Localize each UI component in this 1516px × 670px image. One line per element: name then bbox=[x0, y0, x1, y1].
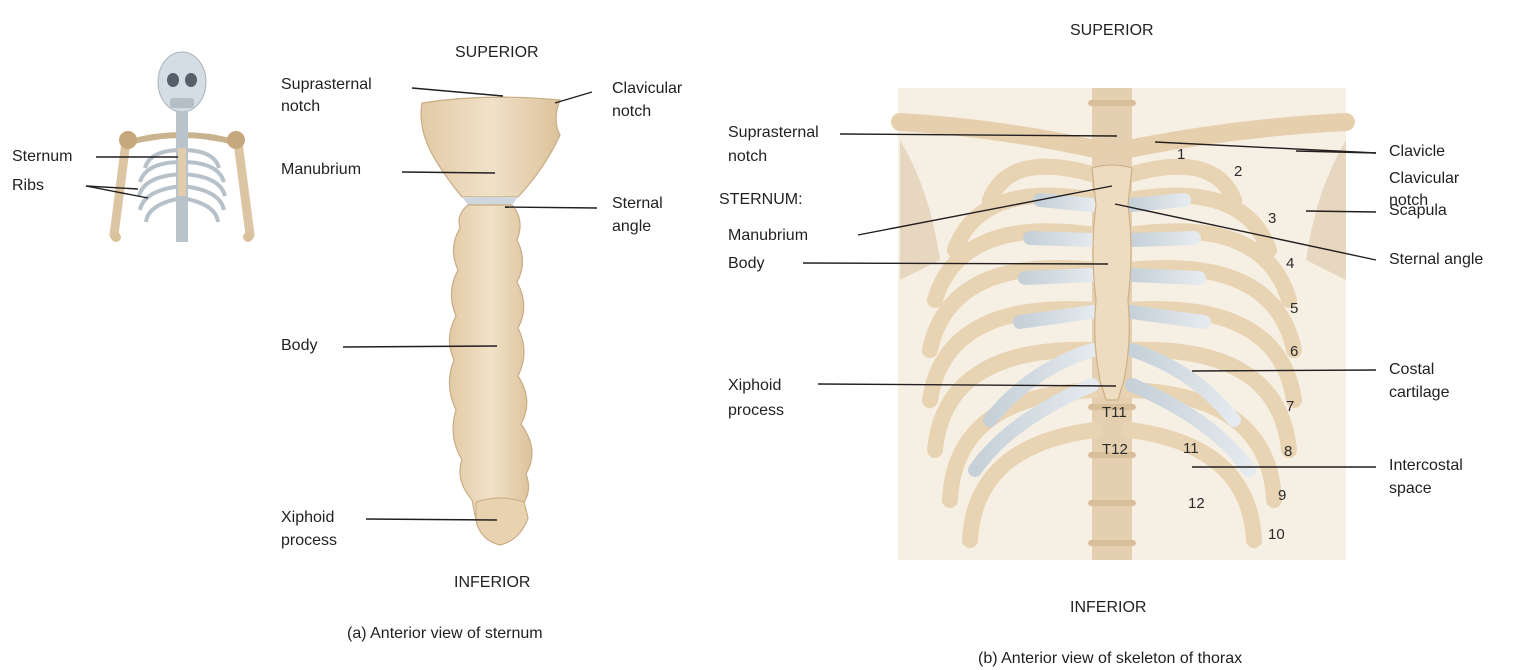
rib-number-12: 12 bbox=[1188, 495, 1205, 513]
panel-b-label-clavicle: Clavicle bbox=[1389, 141, 1445, 163]
panel-b-label-body: Body bbox=[728, 253, 764, 275]
panel-b-inferior: INFERIOR bbox=[1070, 597, 1146, 619]
panel-b-label-costal-cartilage-line1: Costal bbox=[1389, 359, 1434, 381]
rib-number-1: 1 bbox=[1177, 146, 1185, 164]
vertebra-t12: T12 bbox=[1102, 441, 1128, 459]
panel-b-label-suprasternal-notch-line2: notch bbox=[728, 146, 767, 168]
panel-a-label-sternal-angle-line1: Sternal bbox=[612, 193, 663, 215]
panel-b-label-sternum-heading: STERNUM: bbox=[719, 189, 803, 211]
panel-b-label-xiphoid-line1: Xiphoid bbox=[728, 375, 781, 397]
inset-label-sternum: Sternum bbox=[12, 146, 72, 168]
panel-b-caption: (b) Anterior view of skeleton of thorax bbox=[978, 648, 1242, 670]
sternum-illustration bbox=[421, 97, 560, 545]
panel-a-inferior: INFERIOR bbox=[454, 572, 530, 594]
panel-b-label-intercostal-space-line1: Intercostal bbox=[1389, 455, 1463, 477]
rib-number-4: 4 bbox=[1286, 255, 1294, 273]
panel-a-label-suprasternal-notch-line2: notch bbox=[281, 96, 320, 118]
panel-b-label-clavicular-notch-line1: Clavicular bbox=[1389, 168, 1459, 190]
rib-number-10: 10 bbox=[1268, 526, 1285, 544]
rib-number-2: 2 bbox=[1234, 163, 1242, 181]
inset-skeleton bbox=[111, 52, 253, 242]
panel-a-label-xiphoid-line1: Xiphoid bbox=[281, 507, 334, 529]
rib-number-5: 5 bbox=[1290, 300, 1298, 318]
panel-a-superior: SUPERIOR bbox=[455, 42, 539, 64]
rib-number-8: 8 bbox=[1284, 443, 1292, 461]
rib-number-11: 11 bbox=[1183, 440, 1199, 458]
panel-b-superior: SUPERIOR bbox=[1070, 20, 1154, 42]
panel-b-label-scapula: Scapula bbox=[1389, 200, 1447, 222]
panel-a-label-clavicular-notch-line1: Clavicular bbox=[612, 78, 682, 100]
panel-a-caption: (a) Anterior view of sternum bbox=[347, 623, 543, 645]
rib-number-7: 7 bbox=[1286, 398, 1294, 416]
panel-b-label-suprasternal-notch-line1: Suprasternal bbox=[728, 122, 819, 144]
panel-a-label-clavicular-notch-line2: notch bbox=[612, 101, 651, 123]
panel-b-label-sternal-angle: Sternal angle bbox=[1389, 249, 1483, 271]
rib-number-3: 3 bbox=[1268, 210, 1276, 228]
panel-b-label-intercostal-space-line2: space bbox=[1389, 478, 1432, 500]
panel-a-label-xiphoid-line2: process bbox=[281, 530, 337, 552]
vertebra-t11: T11 bbox=[1102, 404, 1127, 422]
rib-number-6: 6 bbox=[1290, 343, 1298, 361]
panel-b-label-costal-cartilage-line2: cartilage bbox=[1389, 382, 1449, 404]
panel-b-label-manubrium: Manubrium bbox=[728, 225, 808, 247]
panel-a-label-manubrium: Manubrium bbox=[281, 159, 361, 181]
panel-a-label-suprasternal-notch-line1: Suprasternal bbox=[281, 74, 372, 96]
panel-b-label-xiphoid-line2: process bbox=[728, 400, 784, 422]
rib-number-9: 9 bbox=[1278, 487, 1286, 505]
panel-a-label-body: Body bbox=[281, 335, 317, 357]
panel-a-label-sternal-angle-line2: angle bbox=[612, 216, 651, 238]
inset-label-ribs: Ribs bbox=[12, 175, 44, 197]
